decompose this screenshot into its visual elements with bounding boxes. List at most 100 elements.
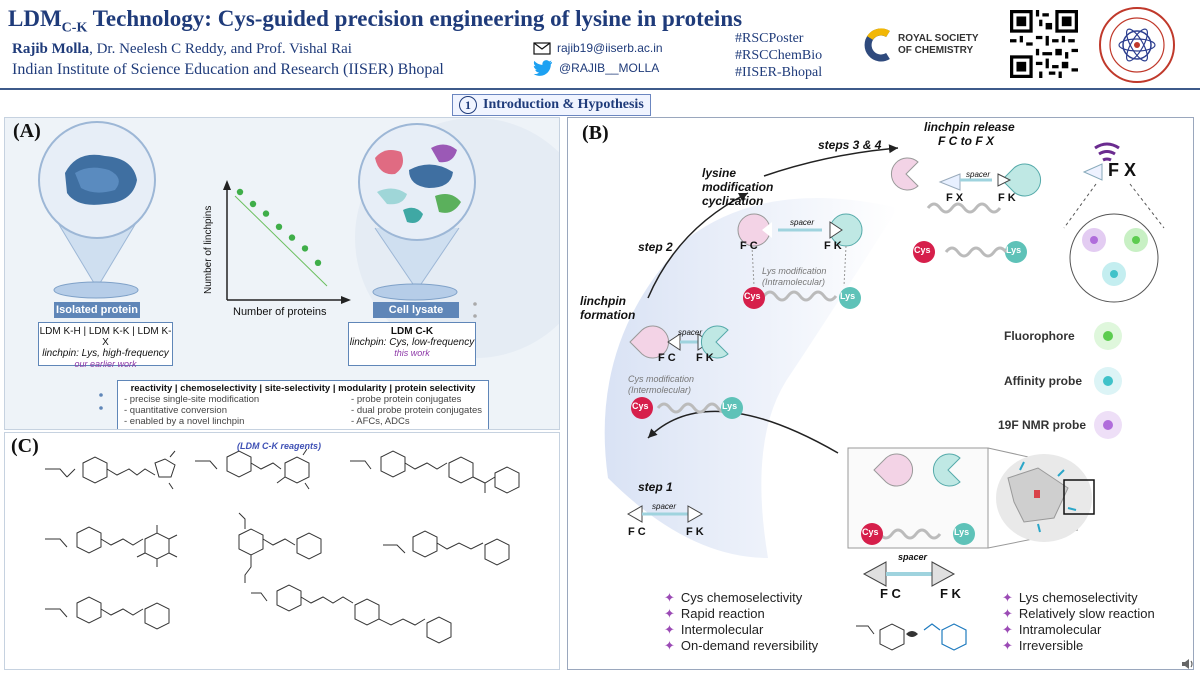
title-sub: C-K — [61, 20, 88, 36]
cys-label: Cys — [914, 245, 931, 255]
fk-label: F K — [696, 352, 714, 364]
lys-label: Lys — [722, 401, 738, 411]
rsc-logo-line: OF CHEMISTRY — [898, 45, 974, 56]
lysine-modification-label: lysine modification cyclization — [702, 166, 774, 208]
scatter-point — [236, 188, 244, 196]
cys-features: ✦Cys chemoselectivity ✦Rapid reaction ✦I… — [664, 590, 818, 654]
fx-label: F X — [946, 192, 964, 204]
spacer-label: spacer — [790, 218, 815, 227]
fx-main-label: F X — [1108, 160, 1137, 180]
feature-text: On-demand reversibility — [680, 638, 819, 653]
panel-b: (B) — [567, 117, 1194, 670]
title-main: LDM — [8, 6, 62, 31]
fk-label: F K — [940, 586, 961, 601]
plus-icon: ✦ — [1002, 590, 1013, 605]
hashtag: #RSCChemBio — [735, 48, 823, 63]
isolated-protein-label: Isolated protein — [54, 302, 140, 318]
linchpin-desc: linchpin: Cys, low-frequency — [349, 337, 475, 348]
mail-icon — [533, 41, 551, 55]
feature-item: - AFCs, ADCs — [351, 416, 410, 427]
plus-icon: ✦ — [1002, 638, 1013, 653]
panel-c: (C) (LDM C-K reagents) — [4, 432, 560, 670]
lys-label: Lys — [1006, 245, 1022, 255]
lys-modification-text: Lys modification (Intramolecular) — [762, 266, 827, 287]
this-work-box: LDM C-K linchpin: Cys, low-frequency thi… — [348, 322, 476, 366]
features-title: reactivity | chemoselectivity | site-sel… — [130, 383, 476, 394]
section-title: Introduction & Hypothesis — [483, 97, 644, 112]
cys-label: Cys — [862, 527, 879, 537]
features-box: reactivity | chemoselectivity | site-sel… — [117, 380, 489, 429]
earlier-work-note: our earlier work — [74, 359, 137, 369]
feature-text: Lys chemoselectivity — [1018, 590, 1138, 605]
hashtags: #RSCPoster #RSCChemBio #IISER-Bhopal — [735, 30, 822, 81]
linchpin-desc: linchpin: Lys, high-frequency — [42, 348, 169, 359]
header: LDMC-K Technology: Cys-guided precision … — [0, 0, 1200, 88]
authors: Rajib Molla, Dr. Neelesh C Reddy, and Pr… — [12, 41, 352, 58]
feature-text: Cys chemoselectivity — [680, 590, 803, 605]
cell-lysate-label: Cell lysate — [373, 302, 459, 318]
nmr-probe-label: 19F NMR probe — [998, 418, 1087, 432]
fk-label: F K — [686, 526, 704, 538]
release-sub-label: F C to F X — [938, 134, 994, 148]
panel-c-label: (C) — [11, 435, 39, 457]
scatter-point — [314, 259, 322, 266]
cys-label: Cys — [632, 401, 649, 411]
fc-label: F C — [658, 352, 676, 364]
linchpin-release-label: linchpin release — [924, 120, 1015, 134]
plus-icon: ✦ — [664, 606, 675, 621]
plus-icon: ✦ — [1002, 606, 1013, 621]
section-number: 1 — [459, 96, 477, 114]
affinity-probe-label: Affinity probe — [1004, 374, 1082, 388]
fc-label: F C — [880, 586, 901, 601]
mechanism-diagram — [604, 142, 1165, 651]
coauthors: , Dr. Neelesh C Reddy, and Prof. Vishal … — [89, 41, 352, 57]
this-work-note: this work — [394, 348, 430, 358]
steps-3-4-label: steps 3 & 4 — [818, 138, 882, 152]
iiser-seal — [1099, 7, 1175, 83]
feature-item: - dual probe protein conjugates — [351, 405, 482, 416]
poster-title: LDMC-K Technology: Cys-guided precision … — [8, 6, 742, 37]
feature-text: Intramolecular — [1018, 622, 1102, 637]
twitter-handle[interactable]: @RAJIB__MOLLA — [559, 61, 660, 75]
feature-item: - probe protein conjugates — [351, 394, 462, 405]
fk-label: F K — [998, 192, 1016, 204]
x-axis-label: Number of proteins — [233, 306, 327, 318]
ldm-variants: LDM K-H | LDM K-K | LDM K-X — [39, 326, 172, 348]
fc-label: F C — [628, 526, 646, 538]
rsc-logo-line: ROYAL SOCIETY — [898, 33, 979, 44]
hashtag: #IISER-Bhopal — [735, 65, 823, 80]
fluorophore-label: Fluorophore — [1004, 329, 1075, 343]
plus-icon: ✦ — [664, 622, 675, 637]
email-row: rajib19@iiserb.ac.in — [533, 38, 663, 58]
plus-icon: ✦ — [664, 590, 675, 605]
header-divider — [0, 88, 1200, 90]
rsc-logo-icon — [864, 28, 890, 62]
speaker-icon[interactable] — [1180, 656, 1196, 672]
reagent-structures — [45, 448, 520, 644]
panel-a: (A) — [4, 117, 560, 430]
cys-modification-text: Cys modification (Intermolecular) — [628, 374, 695, 395]
feature-item: - precise single-site modification — [124, 394, 260, 405]
qr-code[interactable] — [1010, 10, 1078, 78]
lead-author: Rajib Molla — [12, 41, 90, 57]
email-link[interactable]: rajib19@iiserb.ac.in — [557, 41, 663, 55]
spacer-label: spacer — [966, 170, 991, 179]
affiliation: Indian Institute of Science Education an… — [12, 61, 444, 78]
spacer-label: spacer — [652, 502, 677, 511]
scatter-point — [275, 223, 283, 230]
section-heading: 1 Introduction & Hypothesis — [452, 94, 651, 116]
lys-label: Lys — [840, 291, 856, 301]
step-2-label: step 2 — [638, 240, 673, 254]
feature-text: Rapid reaction — [680, 606, 765, 621]
feature-item: - quantitative conversion — [124, 405, 227, 416]
cys-label: Cys — [744, 291, 761, 301]
panel-a-illustration — [38, 118, 559, 410]
title-rest: Technology: Cys-guided precision enginee… — [87, 6, 743, 31]
feature-text: Relatively slow reaction — [1018, 606, 1155, 621]
lys-label: Lys — [954, 527, 970, 537]
feature-text: Irreversible — [1018, 638, 1084, 653]
linchpin-formation-label: linchpin formation — [580, 294, 636, 322]
hashtag: #RSCPoster — [735, 31, 804, 46]
